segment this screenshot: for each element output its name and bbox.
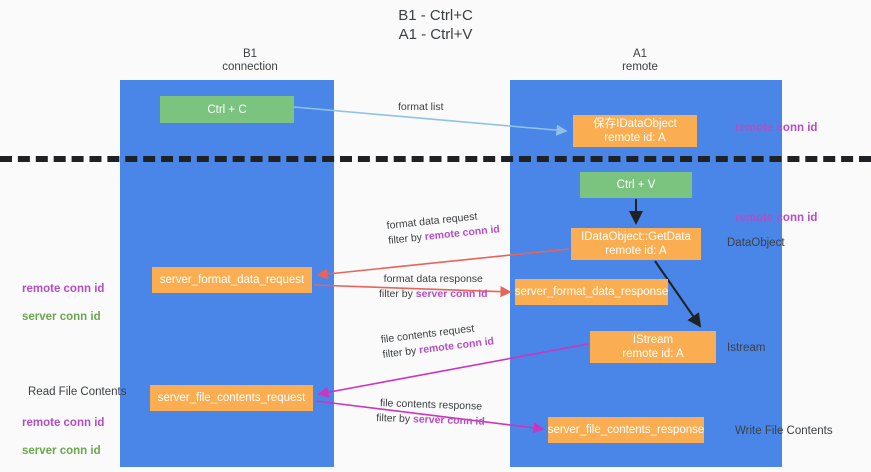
annotation-left-conn-ids-top: remote conn id server conn id (22, 268, 104, 338)
node-server-file-contents-request[interactable]: server_file_contents_request (150, 385, 313, 411)
column-header-a1: A1 remote (622, 48, 658, 73)
node-idataobject-getdata[interactable]: IDataObject::GetData remote id: A (571, 228, 701, 260)
annotation-remote-conn-id-top: remote conn id (735, 122, 818, 134)
filter-prefix: filter by (376, 411, 414, 426)
filter-prefix: filter by (381, 344, 420, 361)
filter-value-server-conn-id: server conn id (415, 288, 488, 300)
filter-prefix: filter by (379, 288, 416, 300)
annotation-remote-conn-id-mid: remote conn id (735, 212, 818, 224)
filter-value-server-conn-id: server conn id (412, 413, 485, 428)
annotation-write-file-contents: Write File Contents (735, 425, 833, 437)
annotation-left-remote-conn-id-2: remote conn id (22, 417, 105, 429)
edge-label-format-data-response-line1: format data response (383, 273, 483, 285)
node-server-format-data-response[interactable]: server_format_data_response (515, 279, 668, 305)
edge-label-format-data-response-line2: filter by server conn id (379, 287, 488, 302)
node-ctrl-v[interactable]: Ctrl + V (580, 172, 692, 198)
node-server-file-contents-response[interactable]: server_file_contents_response (548, 417, 704, 443)
annotation-istream: Istream (727, 342, 766, 354)
annotation-read-file-contents: Read File Contents (28, 386, 127, 398)
node-server-format-data-request[interactable]: server_format_data_request (152, 267, 312, 293)
edge-label-format-list: format list (398, 101, 444, 113)
edge-label-file-contents-response: file contents response filter by server … (376, 396, 486, 430)
edge-label-format-data-request: format data request filter by remote con… (386, 207, 501, 249)
annotation-left-server-conn-id-1: server conn id (22, 311, 101, 323)
annotation-dataobject: DataObject (727, 237, 785, 249)
annotation-left-conn-ids-bottom: remote conn id server conn id (22, 402, 104, 472)
phase-divider (0, 156, 871, 162)
filter-prefix: filter by (387, 231, 426, 247)
node-istream[interactable]: IStream remote id: A (590, 331, 716, 363)
page-title: B1 - Ctrl+C A1 - Ctrl+V (398, 7, 473, 43)
edge-label-file-contents-request: file contents request filter by remote c… (380, 319, 495, 362)
node-save-idataobject[interactable]: 保存IDataObject remote id: A (573, 115, 697, 147)
node-ctrl-c[interactable]: Ctrl + C (160, 96, 294, 123)
edge-label-format-data-response: format data response filter by server co… (379, 272, 488, 302)
edge-label-file-contents-response-line2: filter by server conn id (376, 411, 485, 430)
column-header-b1: B1 connection (222, 48, 278, 73)
annotation-left-server-conn-id-2: server conn id (22, 445, 101, 457)
annotation-left-remote-conn-id-1: remote conn id (22, 283, 105, 295)
